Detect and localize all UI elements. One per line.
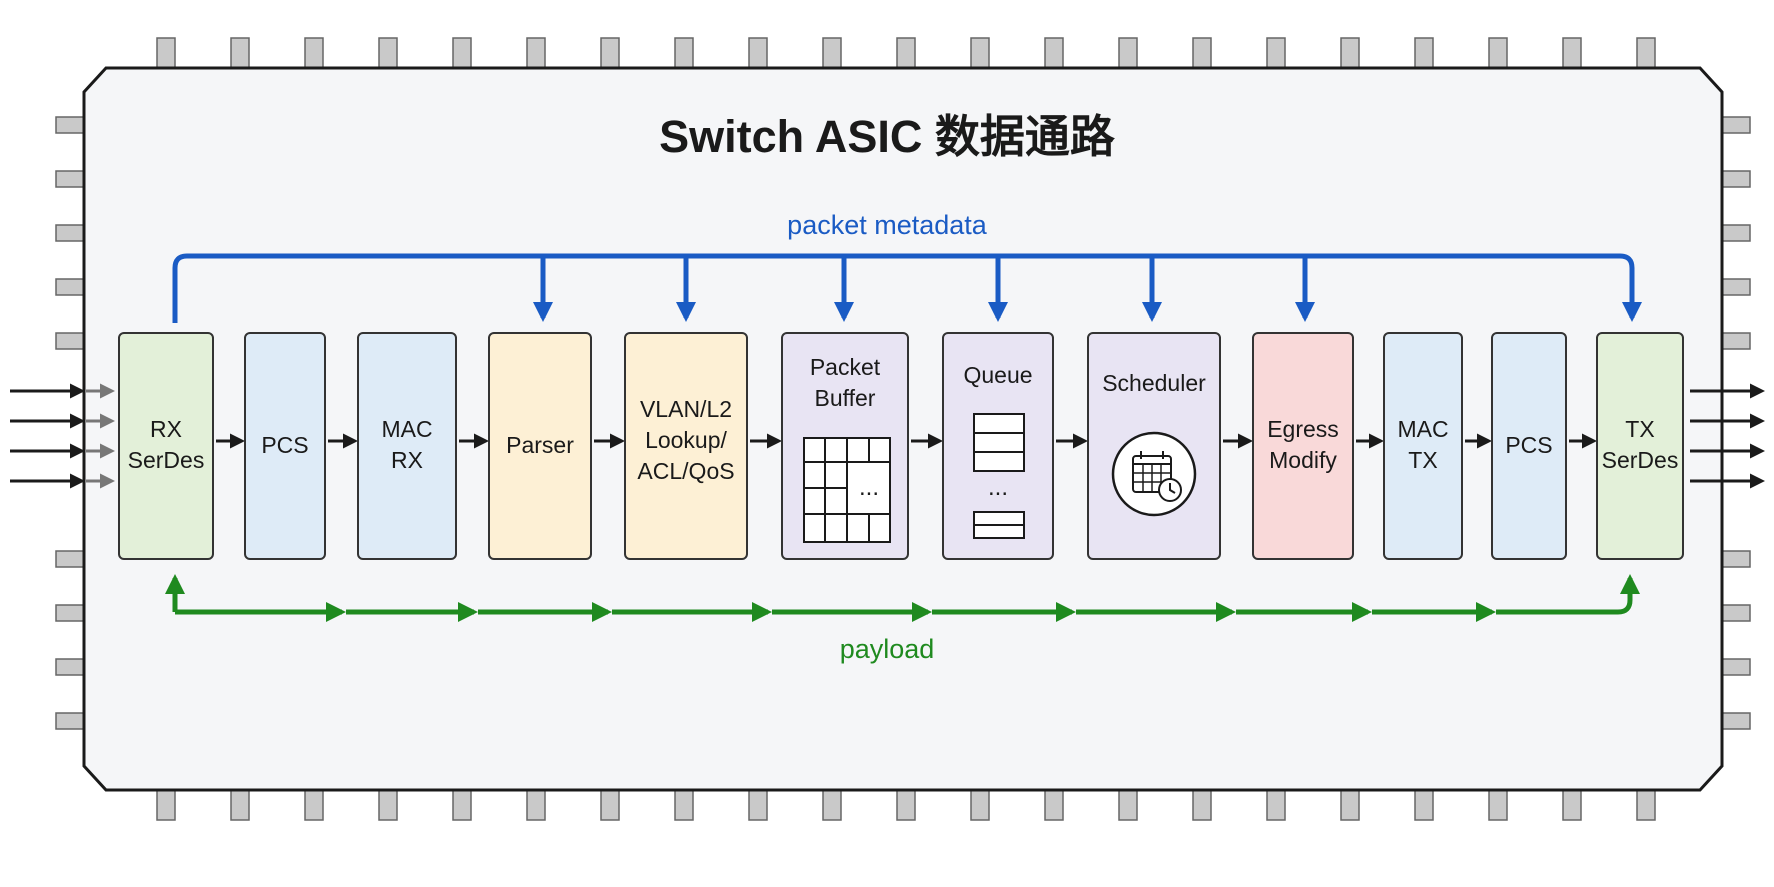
diagram-title: Switch ASIC 数据通路: [659, 111, 1115, 162]
block-label-packet-buffer: Packet Buffer: [809, 354, 881, 411]
pin-bottom: [1044, 789, 1064, 821]
pin-top: [1266, 37, 1286, 69]
pin-bottom: [378, 789, 398, 821]
pin-top: [674, 37, 694, 69]
pin-left: [55, 170, 85, 188]
pin-left: [55, 712, 85, 730]
metadata-bus: [172, 253, 1642, 323]
pin-top: [748, 37, 768, 69]
queue-stack-icon: [973, 413, 1025, 539]
pin-bottom: [896, 789, 916, 821]
pin-top: [1340, 37, 1360, 69]
block-scheduler: Scheduler: [1087, 332, 1221, 560]
pin-top: [230, 37, 250, 69]
metadata-bus-line: [172, 253, 1642, 323]
chip-pins: [55, 37, 1751, 821]
pin-left: [55, 278, 85, 296]
pin-top: [1044, 37, 1064, 69]
pin-bottom: [1414, 789, 1434, 821]
external-io-arrows: [10, 383, 1765, 489]
block-mac-tx: MAC TX: [1383, 332, 1463, 560]
pin-bottom: [1340, 789, 1360, 821]
pin-left: [55, 332, 85, 350]
block-lookup: VLAN/L2 Lookup/ ACL/QoS: [624, 332, 748, 560]
pin-bottom: [600, 789, 620, 821]
pin-top: [526, 37, 546, 69]
queue-ellipsis: ...: [987, 474, 1008, 501]
pin-top: [600, 37, 620, 69]
pin-bottom: [304, 789, 324, 821]
pin-bottom: [1488, 789, 1508, 821]
block-pcs-rx: PCS: [244, 332, 326, 560]
block-label-rx-serdes: RX SerDes: [127, 416, 205, 473]
buffer-ellipsis: ...: [858, 474, 879, 501]
payload-up-arrow-tx: [1496, 574, 1640, 615]
pin-top: [304, 37, 324, 69]
pin-right: [1721, 550, 1751, 568]
pin-top: [1488, 37, 1508, 69]
block-label-parser: Parser: [506, 432, 574, 458]
pin-top: [378, 37, 398, 69]
metadata-label: packet metadata: [787, 210, 987, 240]
calendar-clock-icon: [1111, 431, 1197, 517]
pin-top: [1636, 37, 1656, 69]
block-egress-modify: Egress Modify: [1252, 332, 1354, 560]
block-rx-serdes: RX SerDes: [118, 332, 214, 560]
pin-bottom: [526, 789, 546, 821]
payload-bus: [165, 574, 1640, 622]
pin-right: [1721, 332, 1751, 350]
block-label-lookup: VLAN/L2 Lookup/ ACL/QoS: [637, 396, 735, 484]
block-label-queue: Queue: [963, 362, 1033, 388]
block-label-pcs-rx: PCS: [261, 432, 309, 458]
pin-bottom: [1192, 789, 1212, 821]
pin-left: [55, 550, 85, 568]
block-tx-serdes: TX SerDes: [1596, 332, 1684, 560]
pin-bottom: [822, 789, 842, 821]
block-label-scheduler: Scheduler: [1102, 370, 1206, 396]
payload-label: payload: [839, 634, 935, 664]
pin-top: [1118, 37, 1138, 69]
pin-top: [156, 37, 176, 69]
pin-bottom: [230, 789, 250, 821]
pin-right: [1721, 712, 1751, 730]
block-label-tx-serdes: TX SerDes: [1601, 416, 1679, 473]
pin-top: [1414, 37, 1434, 69]
pin-bottom: [1118, 789, 1138, 821]
pin-top: [1562, 37, 1582, 69]
block-parser: Parser: [488, 332, 592, 560]
pin-top: [896, 37, 916, 69]
buffer-grid-icon: [803, 437, 891, 543]
pin-right: [1721, 170, 1751, 188]
pin-right: [1721, 604, 1751, 622]
pin-left: [55, 604, 85, 622]
pin-bottom: [674, 789, 694, 821]
block-queue: Queue ...: [942, 332, 1054, 560]
pin-bottom: [1266, 789, 1286, 821]
pin-top: [452, 37, 472, 69]
block-label-egress-modify: Egress Modify: [1267, 416, 1339, 473]
pin-bottom: [1636, 789, 1656, 821]
pin-bottom: [970, 789, 990, 821]
block-label-pcs-tx: PCS: [1505, 432, 1553, 458]
pin-bottom: [156, 789, 176, 821]
pin-top: [1192, 37, 1212, 69]
pin-right: [1721, 278, 1751, 296]
pin-bottom: [1562, 789, 1582, 821]
block-pcs-tx: PCS: [1491, 332, 1567, 560]
pin-top: [970, 37, 990, 69]
pin-top: [822, 37, 842, 69]
block-packet-buffer: Packet Buffer ...: [781, 332, 909, 560]
pin-bottom: [748, 789, 768, 821]
block-label-mac-rx: MAC RX: [381, 416, 433, 473]
pin-bottom: [452, 789, 472, 821]
block-label-mac-tx: MAC TX: [1397, 416, 1449, 473]
block-mac-rx: MAC RX: [357, 332, 457, 560]
